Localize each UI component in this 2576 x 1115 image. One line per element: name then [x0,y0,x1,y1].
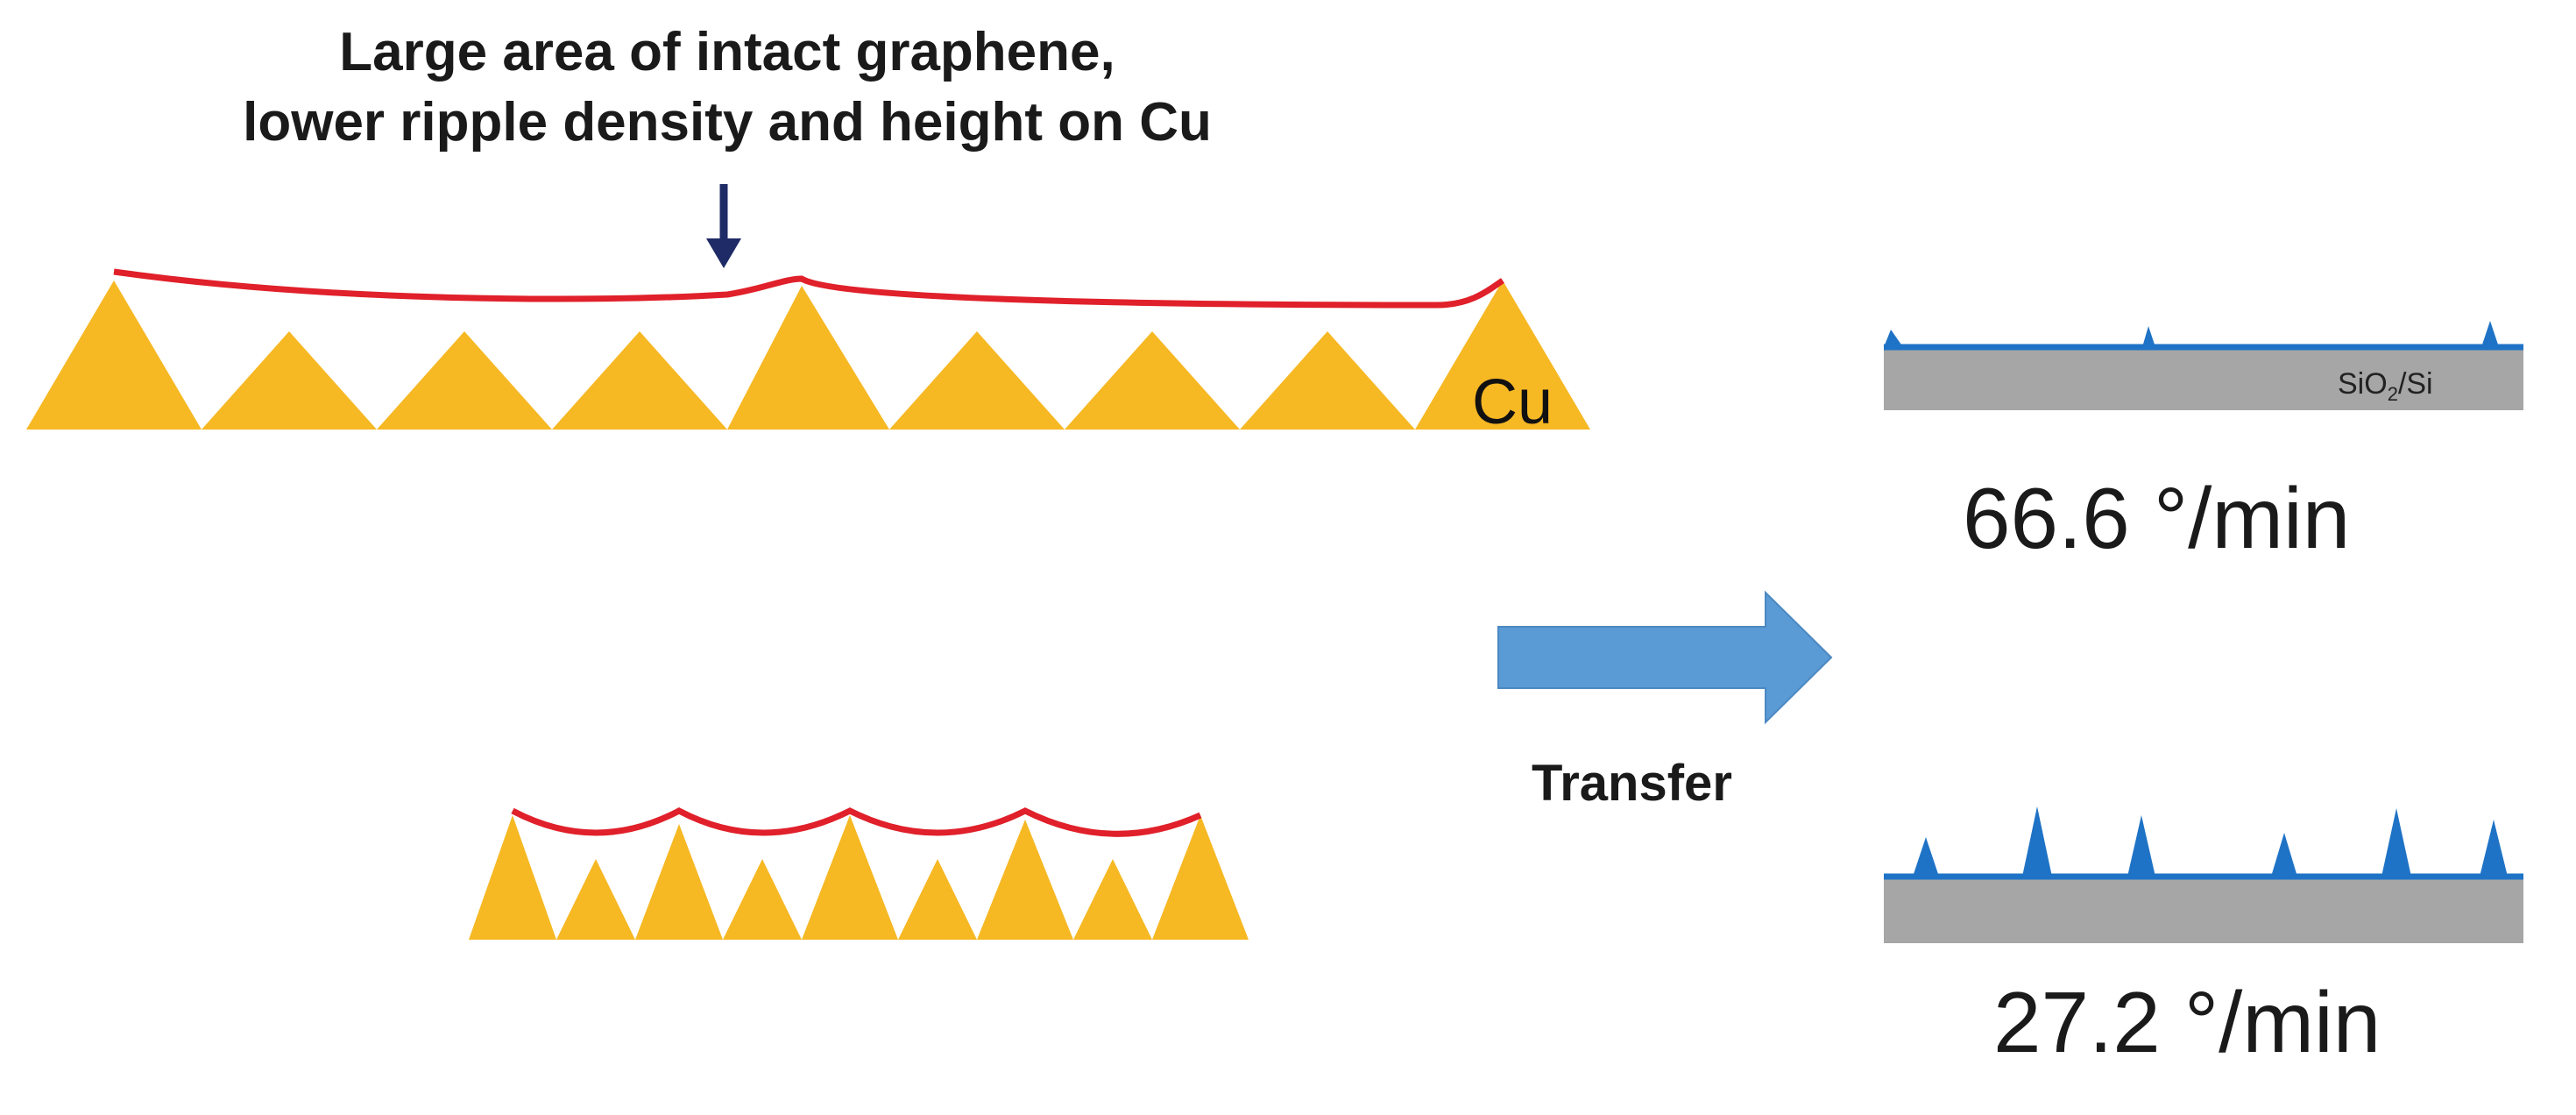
substrate-label-tail: /Si [2397,367,2433,401]
ripple [1913,837,1939,877]
ripple [2142,326,2155,347]
pointer-arrow [706,184,741,268]
transfer-label: Transfer [1532,755,1732,812]
cu-grain [977,820,1073,940]
cu-grain [802,815,898,940]
sio2-si-slab [1884,349,2523,410]
cu-substrate-bottom [469,815,1249,940]
ripple [2127,815,2155,877]
graphene-on-cu-bottom [511,807,1202,837]
cu-grain [469,815,556,940]
cu-grain [26,281,202,430]
cu-label: Cu [1472,367,1553,437]
rate-top: 66.6 °/min [1963,470,2351,566]
headline-line-2: lower ripple density and height on Cu [243,92,1212,153]
cu-grain [1073,859,1152,940]
cu-substrate-top [26,281,1590,430]
substrate-label-main: SiO [2338,367,2388,401]
cu-grain [202,331,377,430]
substrate-top [1884,321,2523,410]
cu-grain [898,859,977,940]
cu-grain [556,859,635,940]
cu-grain [1152,815,1249,940]
cu-grain [635,824,723,940]
transfer-arrow [1497,590,1833,725]
substrate-label-subscript: 2 [2387,382,2398,405]
sio2-si-slab [1884,878,2523,943]
ripple [1884,330,1903,347]
cu-grain [889,331,1065,430]
ripple [2271,833,2297,877]
ripple [2480,820,2508,877]
cu-grain [377,331,552,430]
ripple [2381,808,2411,877]
ripple [2022,806,2052,877]
substrate-bottom [1884,806,2523,943]
rate-bottom: 27.2 °/min [1993,974,2381,1070]
ripple [2481,321,2499,347]
graphene-on-cu-top [113,268,1504,309]
cu-grain [727,286,889,430]
cu-grain [1415,281,1590,430]
cu-grain [1065,331,1240,430]
substrate-label: SiO2/Si [2338,367,2433,406]
cu-grain [723,859,802,940]
headline-line-1: Large area of intact graphene, [339,22,1115,82]
cu-grain [1240,331,1415,430]
headline: Large area of intact graphene, lower rip… [0,18,1454,158]
cu-grain [552,331,727,430]
